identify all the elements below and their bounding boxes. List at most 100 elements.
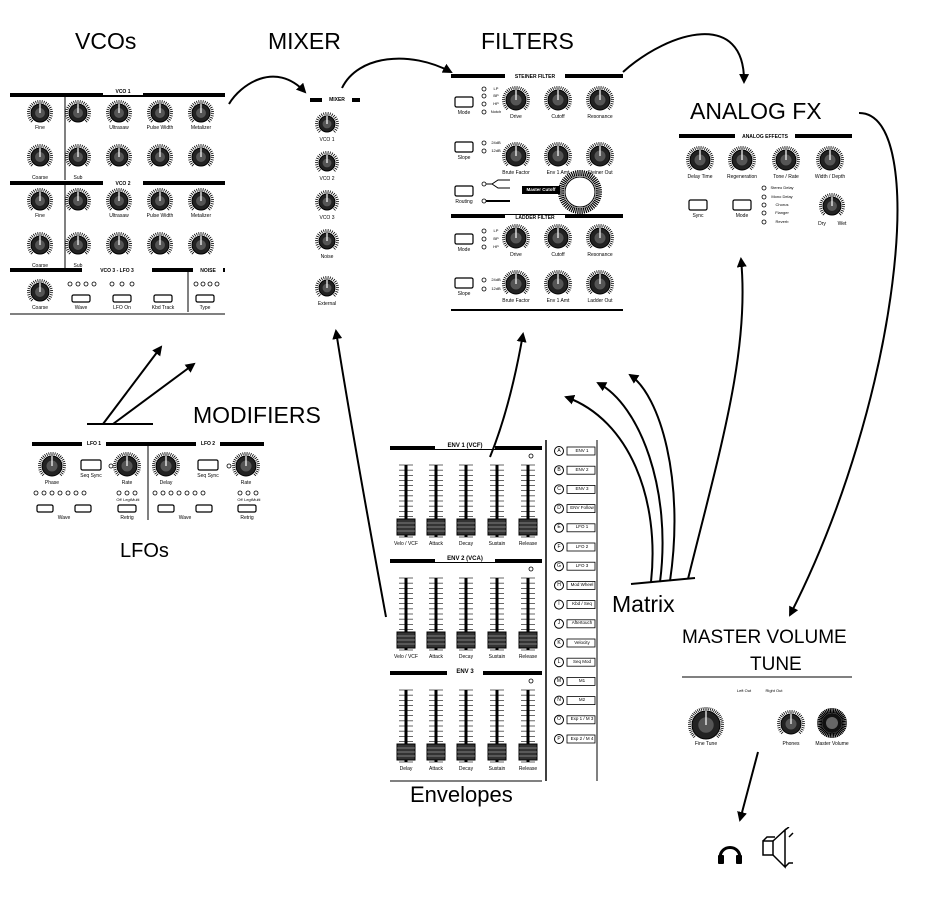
lfo-on-button[interactable] [112, 294, 132, 303]
vco3-coarse-knob[interactable] [26, 279, 54, 302]
matrix-source-button[interactable] [554, 561, 564, 572]
fx-dry-wet-knob[interactable] [818, 193, 846, 216]
lfo2-wave-up-button[interactable] [195, 504, 213, 513]
fx-mode-button[interactable] [732, 199, 752, 211]
vco2-fine-knob[interactable] [26, 188, 54, 211]
lfo1-seq-sync-button[interactable] [80, 459, 102, 471]
vco1-coarse-knob[interactable] [26, 144, 54, 167]
env1-slider[interactable] [487, 464, 507, 538]
fx-regeneration-knob[interactable] [727, 146, 757, 171]
matrix-source-button[interactable] [554, 676, 564, 687]
env1-slider[interactable] [396, 464, 416, 538]
ladder-slope-button[interactable] [454, 277, 474, 289]
lfo2-rate-knob[interactable] [231, 452, 261, 477]
lfo2-seq-sync-button[interactable] [197, 459, 219, 471]
master-cutoff-knob[interactable] [558, 170, 602, 214]
fx-delay-time-knob[interactable] [685, 146, 715, 171]
vco2-pulse-width-knob[interactable] [146, 188, 174, 211]
env2-slider[interactable] [426, 577, 446, 651]
matrix-source-button[interactable] [554, 638, 564, 648]
ladder-mode-button[interactable] [454, 233, 474, 245]
env3-slider[interactable] [456, 689, 476, 763]
steiner-steiner-out-knob[interactable] [585, 142, 615, 167]
env3-slider[interactable] [426, 689, 446, 763]
phones-knob[interactable] [776, 710, 806, 735]
lfo2-retrig-button[interactable] [237, 504, 257, 513]
vco1-fine-knob[interactable] [26, 100, 54, 123]
steiner-mode-button[interactable] [454, 96, 474, 108]
mixer-external-knob[interactable] [314, 276, 340, 297]
vco2-tri-knob[interactable] [187, 232, 215, 255]
ladder-resonance-knob[interactable] [585, 224, 615, 249]
steiner-env1-amt-knob[interactable] [543, 142, 573, 167]
lfo1-phase-knob[interactable] [37, 452, 67, 477]
env1-slider[interactable] [426, 464, 446, 538]
vco2-ramp-knob[interactable] [105, 232, 133, 255]
fx-tone-rate-knob[interactable] [771, 146, 801, 171]
ladder-cutoff-knob[interactable] [543, 224, 573, 249]
matrix-source-button[interactable] [554, 465, 564, 476]
mixer-vco1-knob[interactable] [314, 112, 340, 133]
vco2-ultrasaw-knob[interactable] [105, 188, 133, 211]
matrix-source-button[interactable] [554, 580, 564, 591]
lfo2-delay-knob[interactable] [151, 452, 181, 477]
matrix-source-button[interactable] [554, 542, 564, 552]
fine-tune-knob[interactable] [687, 707, 725, 740]
vco2-coarse-knob[interactable] [26, 232, 54, 255]
lfo1-wave-up-button[interactable] [74, 504, 92, 513]
lfo2-wave-down-button[interactable] [157, 504, 175, 513]
steiner-brute-factor-knob[interactable] [501, 142, 531, 167]
steiner-resonance-knob[interactable] [585, 86, 615, 111]
vco1-sub-wave-knob[interactable] [64, 100, 92, 123]
ladder-drive-knob[interactable] [501, 224, 531, 249]
lfo1-wave-down-button[interactable] [36, 504, 54, 513]
matrix-source-button[interactable] [554, 599, 564, 610]
vco3-wave-button[interactable] [71, 294, 91, 303]
vco1-pulse-knob[interactable] [146, 144, 174, 167]
lfo1-rate-knob[interactable] [112, 452, 142, 477]
vco1-sub-knob[interactable] [64, 144, 92, 167]
env3-slider[interactable] [518, 689, 538, 763]
fx-sync-button[interactable] [688, 199, 708, 211]
mixer-noise-knob[interactable] [314, 229, 340, 250]
env2-slider[interactable] [396, 577, 416, 651]
steiner-cutoff-knob[interactable] [543, 86, 573, 111]
lfo1-retrig-button[interactable] [117, 504, 137, 513]
kbd-track-button[interactable] [153, 294, 173, 303]
matrix-source-button[interactable] [554, 484, 564, 495]
fx-width-depth-knob[interactable] [815, 146, 845, 171]
vco1-tri-knob[interactable] [187, 144, 215, 167]
matrix-source-button[interactable] [554, 695, 564, 706]
ladder-brute-factor-knob[interactable] [501, 270, 531, 295]
env1-slider[interactable] [518, 464, 538, 538]
env1-slider[interactable] [456, 464, 476, 538]
mixer-vco2-knob[interactable] [314, 151, 340, 172]
matrix-source-button[interactable] [554, 657, 564, 668]
ladder-env1-amt-knob[interactable] [543, 270, 573, 295]
matrix-source-button[interactable] [554, 714, 564, 725]
vco1-pulse-width-knob[interactable] [146, 100, 174, 123]
matrix-source-button[interactable] [554, 503, 564, 514]
env3-slider[interactable] [487, 689, 507, 763]
vco1-ultrasaw-knob[interactable] [105, 100, 133, 123]
env3-slider[interactable] [396, 689, 416, 763]
env2-slider[interactable] [456, 577, 476, 651]
vco2-pulse-knob[interactable] [146, 232, 174, 255]
steiner-slope-button[interactable] [454, 141, 474, 153]
routing-button[interactable] [454, 185, 474, 197]
matrix-source-button[interactable] [554, 734, 564, 744]
matrix-source-button[interactable] [554, 522, 564, 533]
matrix-source-button[interactable] [554, 618, 564, 629]
master-volume-knob[interactable] [817, 708, 847, 738]
noise-type-button[interactable] [195, 294, 215, 303]
vco2-sub-knob[interactable] [64, 232, 92, 255]
vco1-metalizer-knob[interactable] [187, 100, 215, 123]
mixer-vco3-knob[interactable] [314, 190, 340, 211]
matrix-source-button[interactable] [554, 446, 564, 456]
vco1-ramp-knob[interactable] [105, 144, 133, 167]
steiner-drive-knob[interactable] [501, 86, 531, 111]
ladder-ladder-out-knob[interactable] [585, 270, 615, 295]
env2-slider[interactable] [518, 577, 538, 651]
vco2-metalizer-knob[interactable] [187, 188, 215, 211]
vco2-sub-wave-knob[interactable] [64, 188, 92, 211]
